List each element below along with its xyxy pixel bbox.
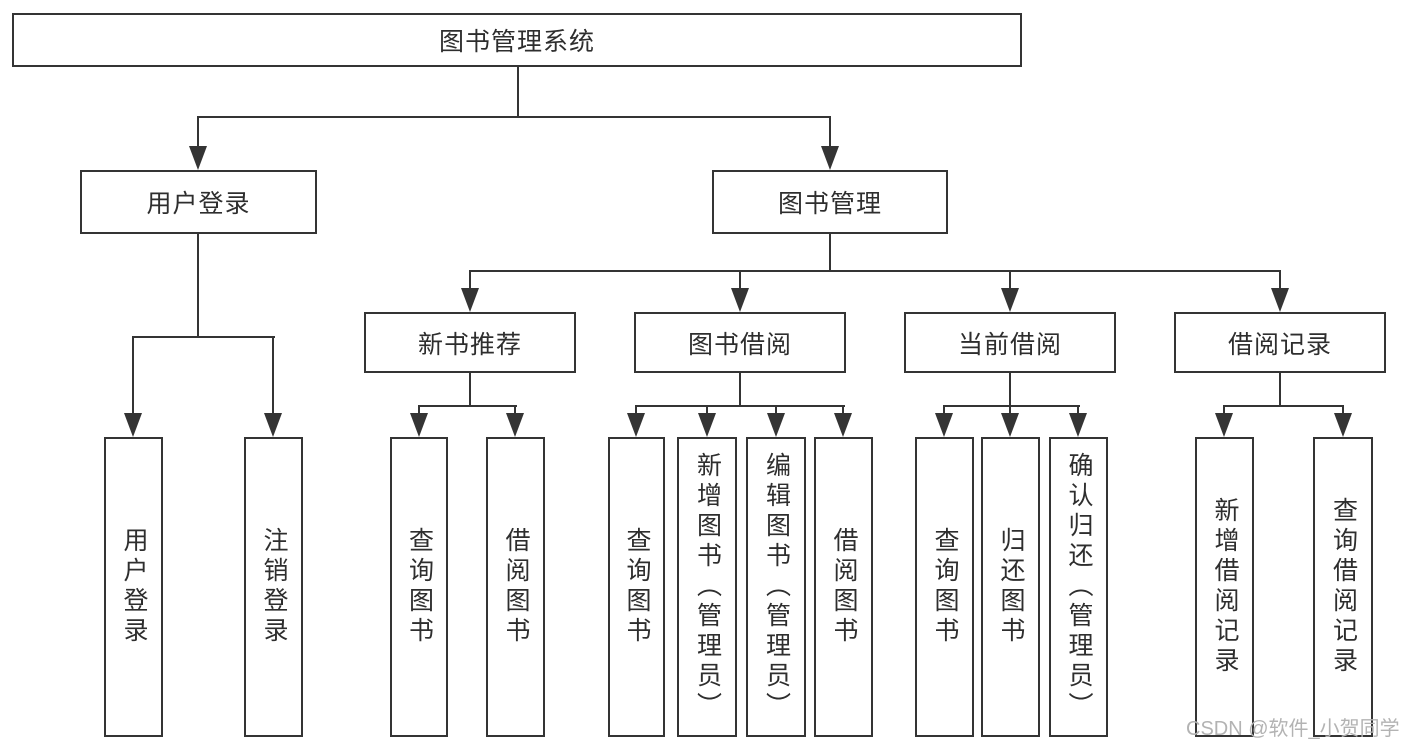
node-book-management: 图书管理 xyxy=(712,170,948,234)
arrow-down-icon xyxy=(698,413,716,437)
leaf-bb-borrow-books: 借阅图书 xyxy=(814,437,873,737)
arrow-down-icon xyxy=(731,288,749,312)
connector-line xyxy=(943,405,1080,407)
node-label: 编辑图书（管理员） xyxy=(762,452,791,722)
connector-line xyxy=(1077,405,1079,413)
connector-line xyxy=(739,373,741,406)
connector-line xyxy=(1009,373,1011,406)
connector-line xyxy=(514,405,516,413)
node-root-system: 图书管理系统 xyxy=(12,13,1022,67)
node-label: 新书推荐 xyxy=(417,330,522,359)
arrow-down-icon xyxy=(461,288,479,312)
connector-line xyxy=(829,116,831,146)
connector-line xyxy=(635,405,637,413)
connector-line xyxy=(197,116,199,146)
connector-line xyxy=(517,67,519,117)
node-label: 用户登录 xyxy=(146,190,251,218)
node-label: 新增图书（管理员） xyxy=(693,452,722,722)
connector-line xyxy=(197,234,199,336)
leaf-user-login: 用户登录 xyxy=(104,437,163,737)
connector-line xyxy=(1009,405,1011,413)
leaf-logout-login: 注销登录 xyxy=(244,437,303,737)
arrow-down-icon xyxy=(627,413,645,437)
arrow-down-icon xyxy=(1215,413,1233,437)
node-label: 查询图书 xyxy=(931,527,959,647)
connector-line xyxy=(132,336,134,413)
node-label: 借阅图书 xyxy=(502,527,530,647)
connector-line xyxy=(197,116,831,118)
connector-line xyxy=(469,373,471,406)
arrow-down-icon xyxy=(189,146,207,170)
node-label: 查询借阅记录 xyxy=(1329,497,1358,677)
node-label: 借阅图书 xyxy=(830,527,858,647)
leaf-cb-query-books: 查询图书 xyxy=(915,437,974,737)
connector-line xyxy=(1342,405,1344,413)
connector-line xyxy=(943,405,945,413)
leaf-cb-return-books: 归还图书 xyxy=(981,437,1040,737)
connector-line xyxy=(1223,405,1344,407)
node-label: 图书管理系统 xyxy=(438,28,595,56)
connector-line xyxy=(469,270,471,288)
arrow-down-icon xyxy=(264,413,282,437)
arrow-down-icon xyxy=(506,413,524,437)
arrow-down-icon xyxy=(1271,288,1289,312)
node-label: 当前借阅 xyxy=(957,330,1062,359)
arrow-down-icon xyxy=(1001,413,1019,437)
node-book-borrow: 图书借阅 xyxy=(634,312,846,373)
node-label: 查询图书 xyxy=(405,527,434,647)
leaf-bb-edit-books-admin: 编辑图书（管理员） xyxy=(746,437,806,737)
leaf-cb-confirm-return-admin: 确认归还（管理员） xyxy=(1049,437,1108,737)
connector-line xyxy=(1223,405,1225,413)
leaf-bb-query-books: 查询图书 xyxy=(608,437,665,737)
arrow-down-icon xyxy=(1001,288,1019,312)
leaf-br-add-record: 新增借阅记录 xyxy=(1195,437,1254,737)
connector-line xyxy=(1009,270,1011,288)
connector-line xyxy=(706,405,708,413)
node-label: 新增借阅记录 xyxy=(1211,497,1239,677)
arrow-down-icon xyxy=(1334,413,1352,437)
node-label: 注销登录 xyxy=(260,527,288,647)
arrow-down-icon xyxy=(410,413,428,437)
node-label: 用户登录 xyxy=(120,527,148,647)
connector-line xyxy=(829,234,831,271)
connector-line xyxy=(842,405,844,413)
leaf-nbr-query-books: 查询图书 xyxy=(390,437,448,737)
connector-line xyxy=(635,405,845,407)
arrow-down-icon xyxy=(767,413,785,437)
connector-line xyxy=(1279,270,1281,288)
arrow-down-icon xyxy=(1069,413,1087,437)
connector-line xyxy=(1279,373,1281,406)
leaf-nbr-borrow-books: 借阅图书 xyxy=(486,437,545,737)
node-current-borrow: 当前借阅 xyxy=(904,312,1116,373)
watermark: CSDN @软件_小贺同学 xyxy=(1186,718,1400,740)
node-label: 图书管理 xyxy=(777,190,882,218)
arrow-down-icon xyxy=(124,413,142,437)
connector-line xyxy=(272,336,274,413)
leaf-bb-add-books-admin: 新增图书（管理员） xyxy=(677,437,737,737)
node-label: 查询图书 xyxy=(623,527,651,647)
arrow-down-icon xyxy=(821,146,839,170)
node-label: 借阅记录 xyxy=(1227,330,1332,359)
connector-line xyxy=(739,270,741,288)
node-user-login: 用户登录 xyxy=(80,170,317,234)
connector-line xyxy=(418,405,517,407)
node-label: 确认归还（管理员） xyxy=(1065,452,1093,722)
connector-line xyxy=(132,336,275,338)
leaf-br-query-record: 查询借阅记录 xyxy=(1313,437,1373,737)
node-label: 图书借阅 xyxy=(687,330,792,359)
connector-line xyxy=(418,405,420,413)
node-borrow-records: 借阅记录 xyxy=(1174,312,1386,373)
arrow-down-icon xyxy=(834,413,852,437)
node-new-book-recommend: 新书推荐 xyxy=(364,312,576,373)
connector-line xyxy=(469,270,1281,272)
arrow-down-icon xyxy=(935,413,953,437)
connector-line xyxy=(775,405,777,413)
node-label: 归还图书 xyxy=(997,527,1025,647)
